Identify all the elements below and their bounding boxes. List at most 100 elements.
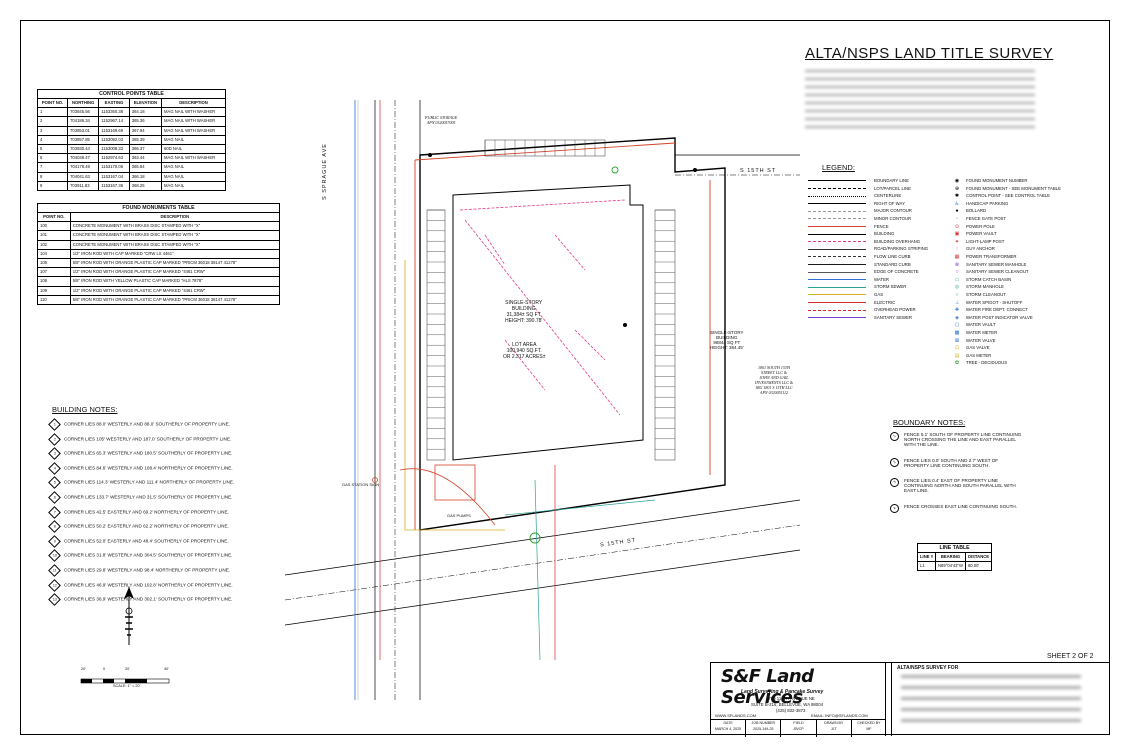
note-text: CORNER LIES 29.8' WESTERLY AND 98.4' NOR… bbox=[64, 567, 231, 573]
title-description-redacted bbox=[805, 70, 1055, 140]
note-number-icon: 5 bbox=[48, 476, 61, 490]
note-number: 3 bbox=[53, 451, 56, 456]
legend-symbol-label: FENCE GATE POST bbox=[966, 216, 1007, 221]
note-number-icon: 4 bbox=[890, 503, 899, 513]
legend-line-swatch bbox=[808, 195, 866, 197]
legend-symbol-row: ✦LIGHT-LAMP POST bbox=[953, 239, 1004, 245]
legend-line-row: MINOR CONTOUR bbox=[808, 216, 911, 221]
table-cell: 1153360.38 bbox=[98, 107, 130, 118]
legend-symbol-row: ✱CONTROL POINT - SEE CONTROL TABLE bbox=[953, 193, 1050, 199]
table-cell: 7 bbox=[36, 162, 69, 173]
lot-area-label: LOT AREA 100,940 SQ.FT. OR 2.317 ACRES± bbox=[503, 342, 546, 360]
title-block-divider bbox=[886, 663, 892, 736]
legend-symbol-row: ▭STORM CATCH BASIN bbox=[953, 276, 1012, 283]
table-cell: 8 bbox=[36, 171, 69, 182]
note-number: 1 bbox=[53, 422, 56, 426]
legend-line-swatch bbox=[808, 187, 866, 189]
building1-line: SINGLE-STORY bbox=[505, 300, 543, 306]
table-cell: 366.37 bbox=[128, 143, 163, 155]
table-header-cell: EASTING bbox=[98, 97, 130, 109]
field-label: DATE bbox=[723, 721, 733, 725]
legend-symbol-icon: ♿ bbox=[954, 200, 960, 207]
legend-line-row: STORM SEWER bbox=[808, 284, 906, 289]
legend-symbol-row: ▢WATER VAULT bbox=[953, 322, 996, 328]
legend-symbol-label: FOUND MONUMENT - SEE MONUMENT TABLE bbox=[966, 185, 1061, 191]
legend-symbol-row: ◈ WATER POST INDICATOR VALVE bbox=[953, 315, 1033, 321]
note-line: FENCE LIES 0.4' EAST OF PROPERTY LINE bbox=[904, 478, 999, 483]
table-cell: MAG NAIL WITH WASHER bbox=[161, 125, 226, 136]
field-value: JLT bbox=[830, 727, 837, 731]
boundary-line bbox=[419, 137, 726, 531]
sheet-number: SHEET 2 OF 2 bbox=[1047, 653, 1094, 660]
table-cell: 1/2" IRON ROD WITH CAP MARKED "CRW LS 44… bbox=[69, 248, 281, 259]
table-cell: 367.94 bbox=[128, 125, 163, 136]
legend-symbol-icon: ▤ bbox=[954, 352, 960, 359]
legend-symbol-icon: ⊡ bbox=[954, 345, 960, 352]
public-storage-line: APN 0320057005 bbox=[426, 120, 456, 125]
table-cell: 4 bbox=[36, 134, 69, 145]
note-text: CORNER LIES 31.8' WESTERLY AND 304.5' SO… bbox=[64, 553, 233, 559]
legend-line-swatch bbox=[808, 210, 866, 212]
field-value: MARCH 4, 2025 bbox=[715, 727, 742, 731]
legend-symbol-label: POWER VAULT bbox=[966, 231, 997, 237]
table-cell: 60D NAIL bbox=[161, 143, 226, 155]
main-building bbox=[452, 184, 644, 461]
table-cell: 60.00' bbox=[964, 561, 993, 572]
legend-line-label: BUILDING bbox=[874, 231, 895, 237]
legend-line-swatch bbox=[808, 279, 866, 281]
table-header-cell: DESCRIPTION bbox=[69, 211, 281, 223]
scale-label: SCALE: 1" = 20' bbox=[113, 684, 141, 688]
legend-line-label: GAS bbox=[874, 292, 884, 297]
neighbor-label: 1801 SOUTH 15TH STREET LLC & JOHN AND GA… bbox=[755, 365, 793, 395]
table-cell: 1153170.06 bbox=[98, 162, 130, 173]
gas-pumps-label: GAS PUMPS bbox=[447, 513, 471, 518]
building-note: 9 CORNER LIES 52.0' EASTERLY AND 48.4' SO… bbox=[48, 534, 229, 548]
table-cell: MAG NAIL WITH WASHER bbox=[161, 116, 226, 127]
legend-symbol-label: BOLLARD bbox=[966, 208, 987, 214]
legend-line-label: OVERHEAD POWER bbox=[874, 307, 916, 313]
note-text: CORNER LIES 52.0' EASTERLY AND 48.4' SOU… bbox=[64, 538, 229, 544]
legend-symbol-row: ⊕FOUND MONUMENT - SEE MONUMENT TABLE bbox=[953, 186, 1061, 192]
legend-line-row: FLOW LINE CURB bbox=[808, 254, 911, 259]
legend-line-row: BUILDING OVERHANG bbox=[808, 239, 920, 244]
legend-symbol-label: HANDICAP PARKING bbox=[966, 200, 1009, 206]
public-storage-label: PUBLIC STORAGE APN 0320057005 bbox=[425, 115, 457, 125]
legend-symbol-icon: ◈ bbox=[955, 314, 959, 321]
field-value: 2025-149-25 bbox=[753, 727, 774, 731]
legend-symbol-row: ↑GUY ANCHOR bbox=[953, 246, 995, 252]
building2-line: SINGLE-STORY bbox=[710, 330, 744, 335]
control-point-icons bbox=[428, 153, 697, 327]
legend-symbol-label: STORM CATCH BASIN bbox=[966, 276, 1012, 282]
legend-symbol-icon: ✚ bbox=[954, 307, 960, 314]
note-number: 9 bbox=[53, 538, 56, 543]
legend-line-label: FLOW LINE CURB bbox=[874, 254, 911, 259]
legend-symbol-icon: ◎ bbox=[954, 284, 960, 291]
legend-symbol-label: SANITARY SEWER MANHOLE bbox=[966, 261, 1027, 267]
legend-symbol-row: ✚WATER FIRE DEPT. CONNECT bbox=[953, 307, 1028, 313]
table-cell: 3 bbox=[36, 125, 69, 136]
scale-tick: 20' bbox=[81, 667, 86, 671]
note-number: 4 bbox=[892, 505, 897, 511]
table-cell: 703911.83 bbox=[67, 180, 100, 191]
field-label: DRAWN BY bbox=[824, 721, 844, 725]
legend-symbol-label: WATER SPIGOT - SHUTOFF bbox=[966, 299, 1023, 305]
table-cell: 365.39 bbox=[128, 134, 163, 145]
boundary-notes-heading: BOUNDARY NOTES: bbox=[893, 418, 966, 427]
table-cell: 105 bbox=[37, 257, 71, 269]
legend-line-label: MAJOR CONTOUR bbox=[874, 208, 912, 214]
note-number: 5 bbox=[53, 480, 56, 485]
legend-symbol-label: WATER POST INDICATOR VALVE bbox=[966, 314, 1033, 320]
building2-line: 9884± SQ FT bbox=[713, 340, 741, 345]
neighbor-line: JOHN AND GAIL bbox=[759, 375, 789, 380]
